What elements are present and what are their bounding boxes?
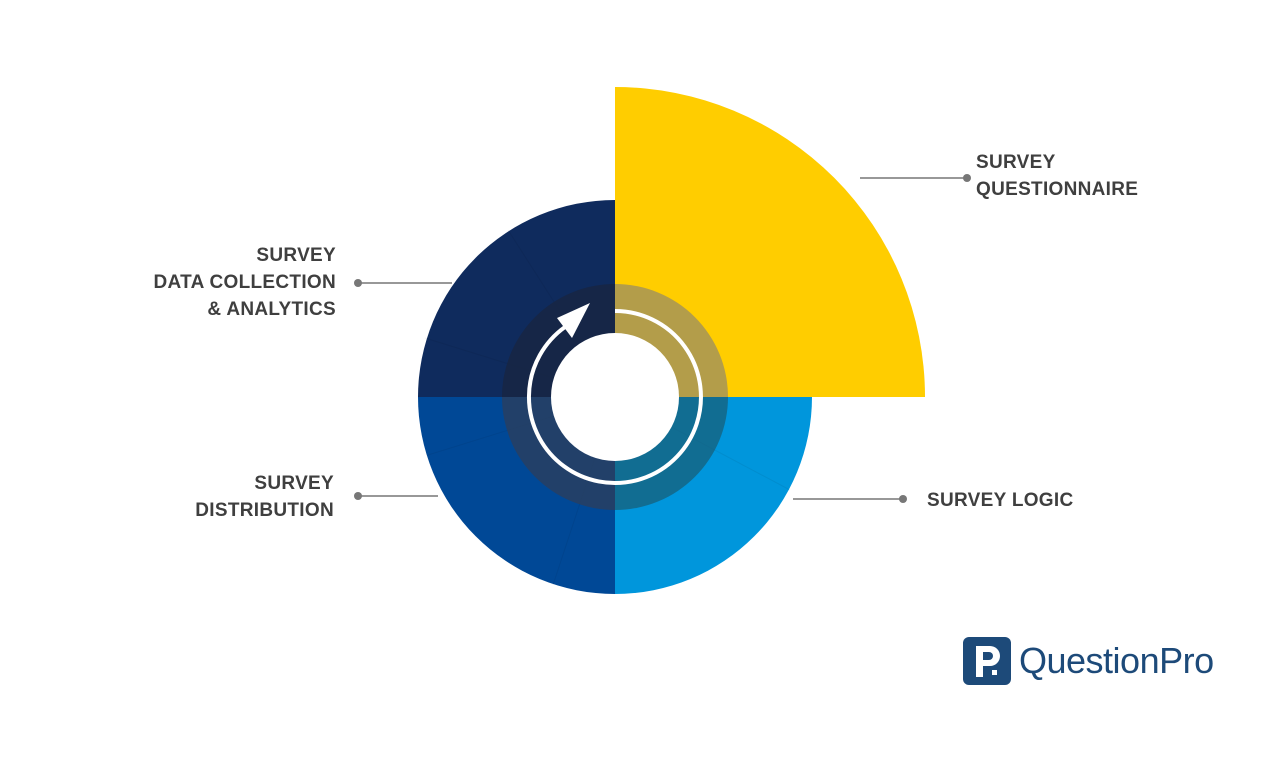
label-line: DISTRIBUTION <box>195 500 334 521</box>
label-line: DATA COLLECTION <box>153 272 336 293</box>
center-hole <box>551 333 679 461</box>
questionpro-p-icon <box>963 637 1011 685</box>
label-line: SURVEY <box>254 473 334 494</box>
label-survey-logic: SURVEY LOGIC <box>927 487 1074 514</box>
label-survey-questionnaire: SURVEY QUESTIONNAIRE <box>976 149 1138 203</box>
leader-lines <box>354 174 971 503</box>
label-line: & ANALYTICS <box>207 299 336 320</box>
label-line: SURVEY <box>256 245 336 266</box>
label-line: SURVEY LOGIC <box>927 490 1074 511</box>
label-survey-data-collection: SURVEY DATA COLLECTION & ANALYTICS <box>153 242 336 323</box>
brand-logo: QuestionPro <box>963 636 1214 686</box>
brand-name: QuestionPro <box>1019 640 1214 681</box>
inner-ring <box>502 284 728 510</box>
cycle-arrow-icon <box>526 303 703 485</box>
label-line: SURVEY <box>976 152 1056 173</box>
label-survey-distribution: SURVEY DISTRIBUTION <box>195 470 334 524</box>
label-line: QUESTIONNAIRE <box>976 179 1139 200</box>
